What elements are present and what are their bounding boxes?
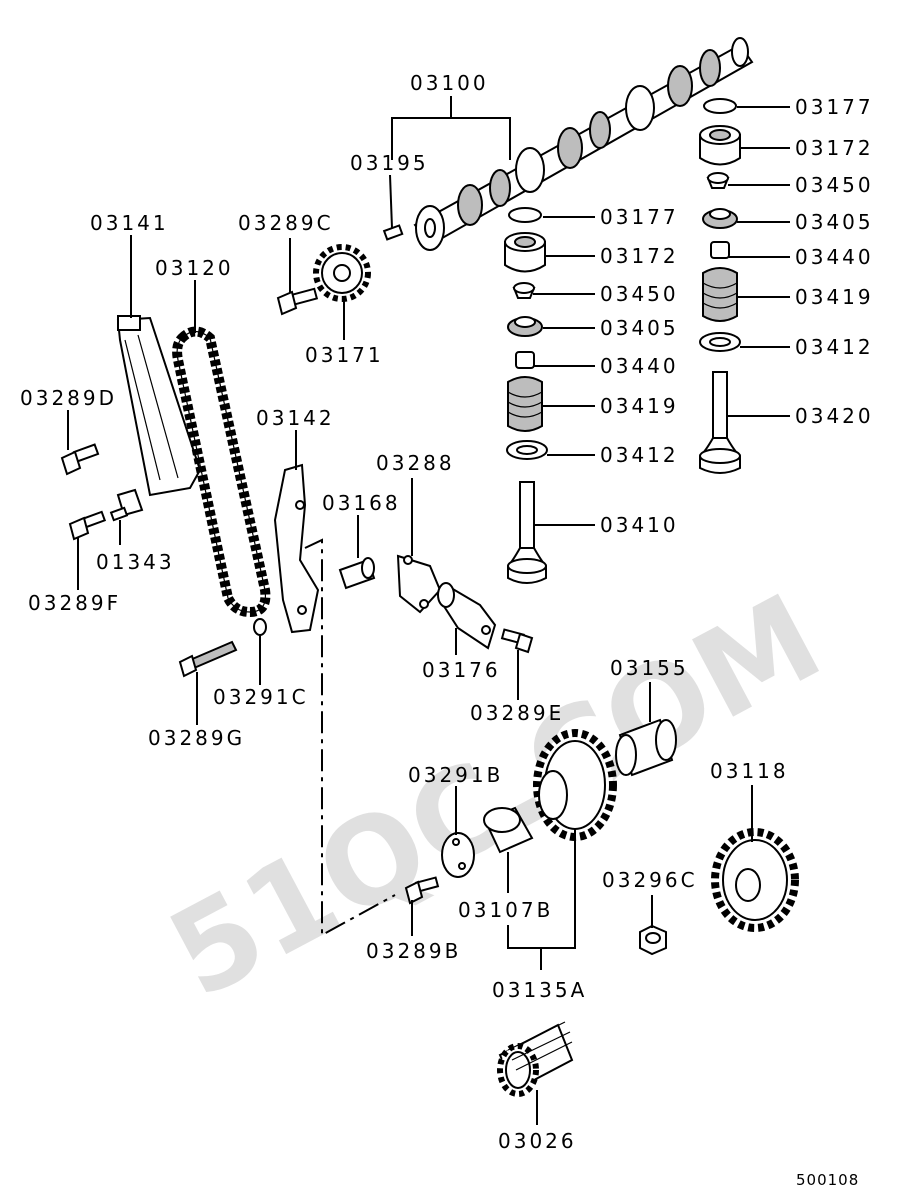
washer-03291C [253, 618, 267, 636]
label-03155: 03155 [610, 656, 689, 680]
plate-03291B [441, 832, 475, 878]
tensioner-arm-03142 [273, 463, 320, 634]
label-03291B: 03291B [408, 763, 503, 787]
bolt-03289F [68, 510, 107, 541]
label-03405-a: 03405 [600, 316, 679, 340]
bolt-03289G [178, 640, 238, 678]
gear-03026 [497, 1021, 574, 1097]
label-01343: 01343 [96, 550, 175, 574]
label-03420: 03420 [795, 404, 874, 428]
valve-train-b [699, 98, 741, 474]
label-03419-b: 03419 [795, 285, 874, 309]
sprocket-03171 [313, 244, 371, 302]
label-03176: 03176 [422, 658, 501, 682]
label-03107B: 03107B [458, 898, 553, 922]
label-03289F: 03289F [28, 591, 121, 615]
bracket-01343 [109, 488, 144, 522]
camshaft [413, 37, 754, 251]
label-03291C: 03291C [213, 685, 309, 709]
label-03100: 03100 [410, 71, 489, 95]
label-03419-a: 03419 [600, 394, 679, 418]
sleeve-03155 [615, 718, 677, 777]
label-03410: 03410 [600, 513, 679, 537]
label-03141: 03141 [90, 211, 169, 235]
bolt-03289C [276, 287, 319, 316]
label-03177-a: 03177 [600, 205, 679, 229]
tensioner-03176 [437, 582, 497, 650]
gear-03118 [711, 828, 799, 932]
part-labels: 03100 03195 03177 03172 03450 03405 0344… [20, 71, 874, 1187]
nut-03296C [639, 924, 667, 956]
pin-03195 [382, 224, 404, 241]
label-03450-b: 03450 [795, 173, 874, 197]
gasket-03288 [396, 554, 442, 614]
label-03288: 03288 [376, 451, 455, 475]
assembly-leader-line [304, 538, 396, 937]
label-03120: 03120 [155, 256, 234, 280]
gear-03135A [533, 729, 617, 841]
label-03289B: 03289B [366, 939, 461, 963]
leader-lines [67, 96, 790, 1125]
valve-train-a [504, 207, 548, 584]
label-03412-b: 03412 [795, 335, 874, 359]
label-03177-b: 03177 [795, 95, 874, 119]
label-03440-b: 03440 [795, 245, 874, 269]
bolt-03289D [60, 443, 100, 476]
label-03289G: 03289G [148, 726, 245, 750]
label-03172-a: 03172 [600, 244, 679, 268]
label-03118: 03118 [710, 759, 789, 783]
label-03289C: 03289C [238, 211, 334, 235]
label-03168: 03168 [322, 491, 401, 515]
watermark-text: 51QC.COM [148, 569, 842, 1026]
pin-03168 [338, 557, 376, 590]
chain-guide-03141 [116, 316, 202, 497]
bush-03107B [483, 806, 534, 854]
label-03026: 03026 [498, 1129, 577, 1153]
bolt-03289B [404, 876, 440, 905]
label-03172-b: 03172 [795, 136, 874, 160]
label-03450-a: 03450 [600, 282, 679, 306]
label-03142: 03142 [256, 406, 335, 430]
label-03195: 03195 [350, 151, 429, 175]
label-03405-b: 03405 [795, 210, 874, 234]
figure-code: 500108 [796, 1171, 859, 1187]
bolt-03289E [500, 628, 534, 654]
label-03171: 03171 [305, 343, 384, 367]
label-03289E: 03289E [470, 701, 564, 725]
label-03412-a: 03412 [600, 443, 679, 467]
label-03440-a: 03440 [600, 354, 679, 378]
label-03296C: 03296C [602, 868, 698, 892]
label-03289D: 03289D [20, 386, 117, 410]
label-03135A: 03135A [492, 978, 587, 1002]
